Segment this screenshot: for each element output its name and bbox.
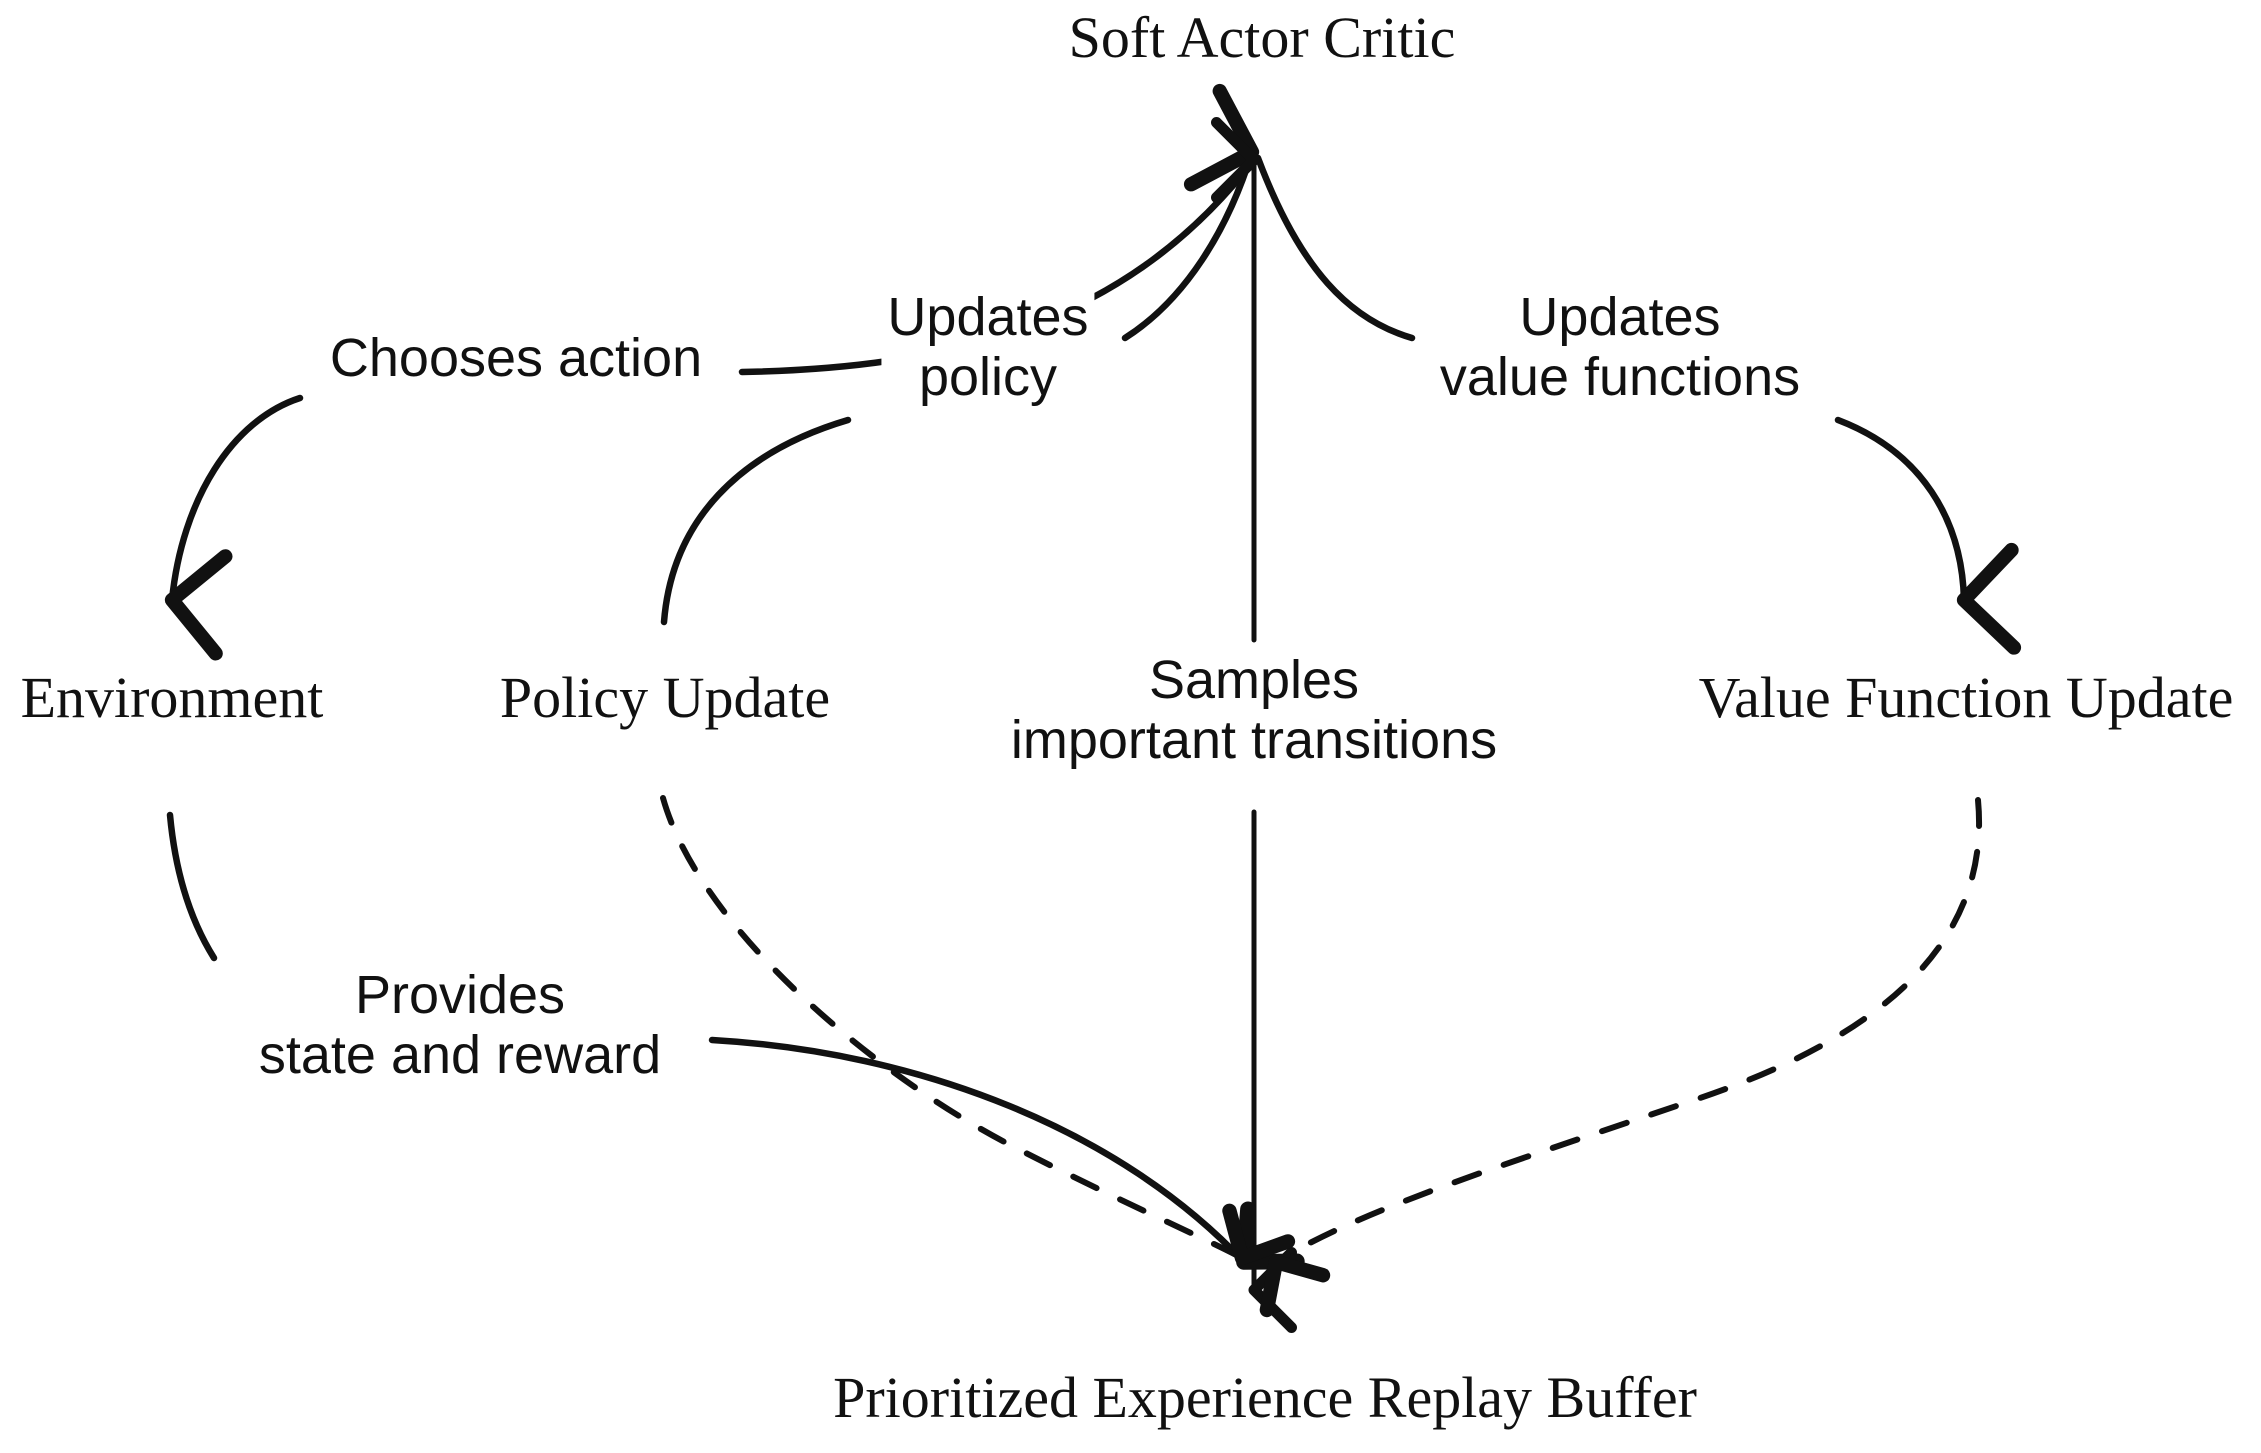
node-prioritized-experience-replay-buffer[interactable]: Prioritized Experience Replay Buffer <box>833 1365 1697 1430</box>
edge-label-provides-state-and-reward: Provides state and reward <box>252 965 668 1086</box>
edge-updates-policy <box>1121 83 1260 342</box>
node-value-function-update[interactable]: Value Function Update <box>1698 665 2234 730</box>
edge-label-updates-value-functions: Updates value functions <box>1433 287 1807 408</box>
node-environment[interactable]: Environment <box>20 665 324 730</box>
edge-label-provides-state-and-reward-line2: state and reward <box>258 1025 662 1086</box>
edge-value-function-update-to-buffer <box>1259 797 1983 1318</box>
edge-label-chooses-action: Chooses action <box>323 328 709 389</box>
edge-label-samples-important-transitions-line2: important transitions <box>1010 710 1498 771</box>
edge-label-updates-value-functions-line2: value functions <box>1439 347 1801 408</box>
edge-provides-state-and-reward-tail <box>166 811 218 962</box>
edge-label-provides-state-and-reward-line1: Provides <box>354 965 566 1025</box>
edge-label-updates-value-functions-line1: Updates <box>1519 287 1721 347</box>
node-policy-update[interactable]: Policy Update <box>499 665 831 730</box>
edge-policy-update-to-buffer <box>660 795 1296 1266</box>
node-soft-actor-critic[interactable]: Soft Actor Critic <box>1068 5 1456 70</box>
edge-label-updates-policy-line1: Updates <box>887 287 1089 347</box>
edge-updates-value-functions-head <box>1254 154 1416 342</box>
edge-label-samples-important-transitions-line1: Samples <box>1148 650 1360 710</box>
edge-updates-value-functions <box>1834 416 2022 655</box>
edge-updates-policy-tail <box>660 416 852 626</box>
edge-label-samples-important-transitions: Samples important transitions <box>1004 650 1504 771</box>
edge-label-chooses-action-line1: Chooses action <box>329 328 703 388</box>
edge-label-updates-policy-line2: policy <box>918 347 1058 408</box>
edge-provides-state-and-reward <box>708 1036 1305 1270</box>
edge-chooses-action-tail <box>164 394 304 661</box>
edge-label-updates-policy: Updates policy <box>881 287 1095 408</box>
